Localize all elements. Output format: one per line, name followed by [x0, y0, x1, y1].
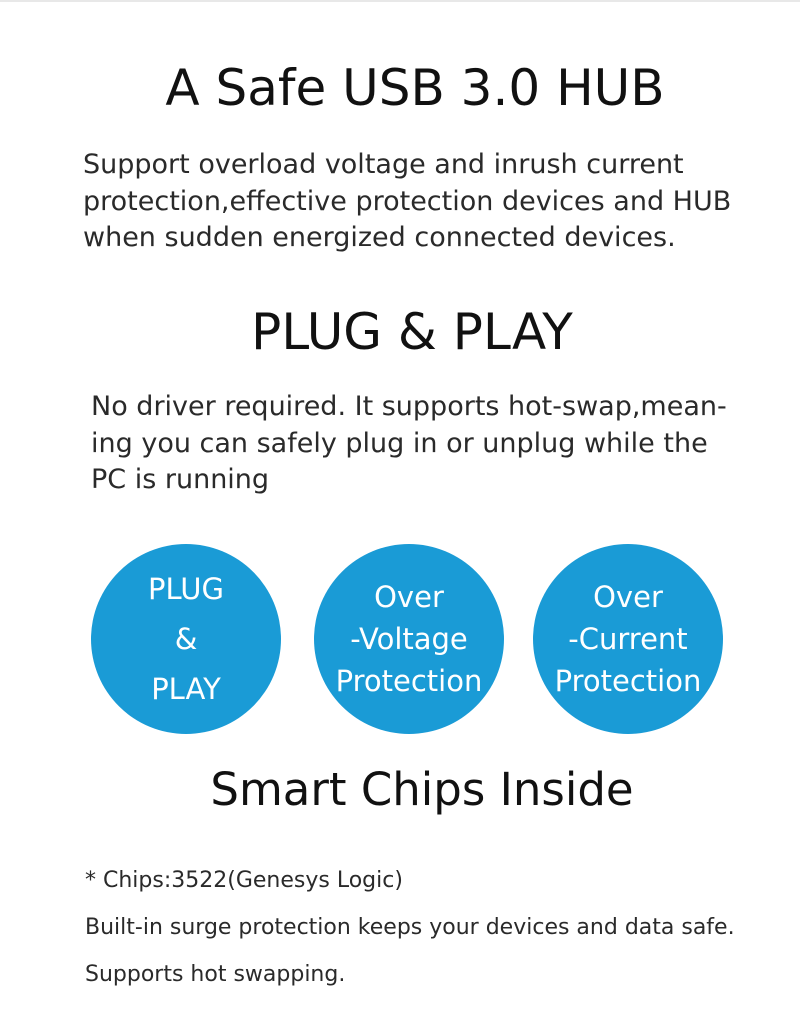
plug-and-play-description: No driver required. It supports hot-swap…: [91, 389, 727, 499]
description-line: PC is running: [91, 464, 270, 495]
feature-circle-line: -Current: [568, 622, 688, 656]
feature-circle-line: Protection: [335, 664, 483, 698]
feature-circle-line: PLUG: [148, 572, 224, 606]
feature-circle-line: &: [174, 622, 198, 656]
section-title-safe-usb-hub: A Safe USB 3.0 HUB: [165, 59, 665, 117]
description-line: protection,effective protection devices …: [83, 185, 732, 217]
feature-circle-line: PLAY: [151, 672, 221, 706]
safe-hub-description: Support overload voltage and inrush curr…: [83, 147, 731, 257]
description-line: No driver required. It supports hot-swap…: [91, 391, 727, 422]
description-line: when sudden energized connected devices.: [83, 222, 676, 253]
feature-circle-line: Over: [374, 580, 444, 614]
chip-model-note: * Chips:3522(Genesys Logic): [85, 868, 403, 893]
top-divider: [0, 0, 800, 2]
surge-protection-note: Built-in surge protection keeps your dev…: [85, 915, 735, 940]
hot-swap-note: Supports hot swapping.: [85, 962, 346, 987]
feature-circle-line: Over: [593, 580, 663, 614]
feature-circle-line: Protection: [554, 664, 702, 698]
section-title-smart-chips: Smart Chips Inside: [210, 763, 634, 816]
feature-circle-plug-and-play: PLUG & PLAY: [91, 544, 281, 734]
feature-circle-over-voltage: Over -Voltage Protection: [314, 544, 504, 734]
feature-circle-over-current: Over -Current Protection: [533, 544, 723, 734]
section-title-plug-and-play: PLUG & PLAY: [251, 303, 573, 361]
description-line: Support overload voltage and inrush curr…: [83, 149, 684, 180]
feature-circle-line: -Voltage: [350, 622, 468, 656]
description-line: ing you can safely plug in or unplug whi…: [91, 427, 708, 459]
